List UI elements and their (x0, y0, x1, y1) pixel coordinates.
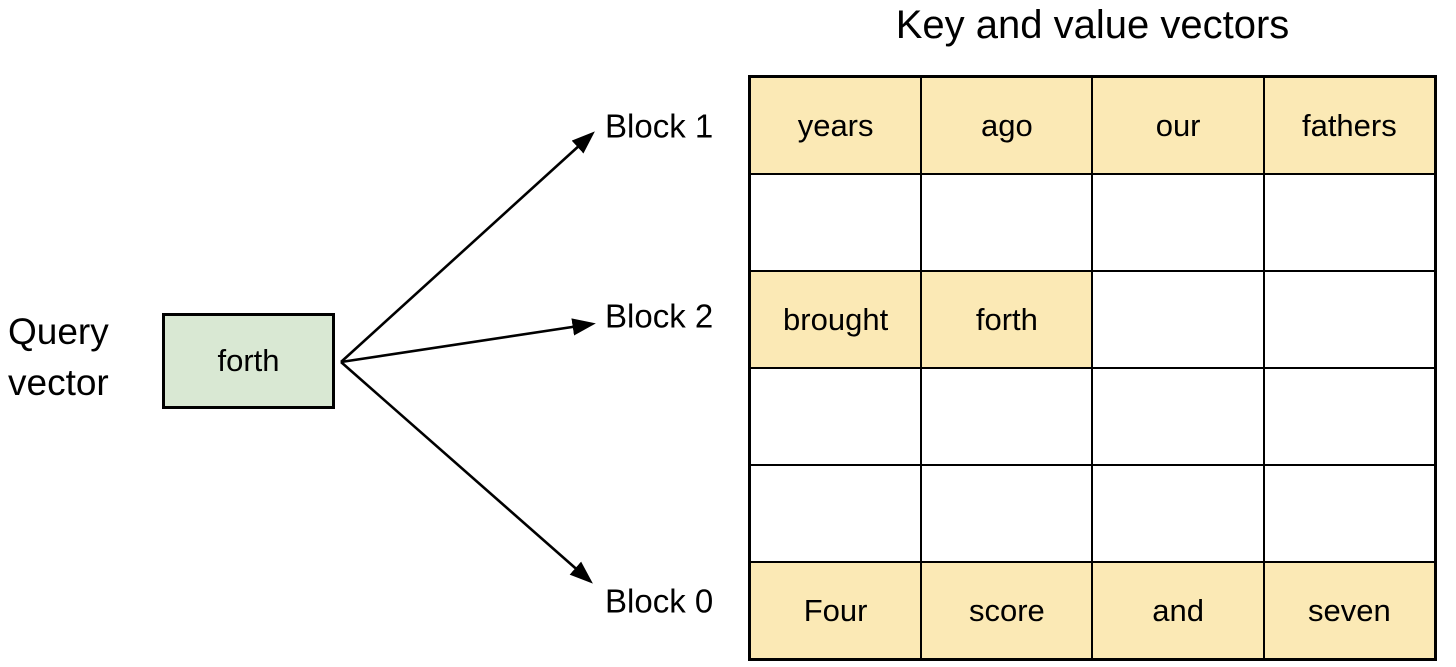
table-cell (1262, 367, 1437, 466)
table-cell (1091, 367, 1265, 466)
table-row (748, 464, 1437, 563)
table-cell (920, 367, 1094, 466)
table-row (748, 173, 1437, 272)
table-cell (1091, 464, 1265, 563)
query-vector-box: forth (162, 313, 335, 409)
arrow-to-block-2 (340, 318, 596, 364)
table-cell: fathers (1262, 75, 1437, 175)
query-vector-label-line2: vector (8, 362, 109, 403)
table-cell: years (748, 75, 923, 175)
table-cell: ago (920, 75, 1094, 175)
table-cell (920, 173, 1094, 272)
table-cell (1091, 173, 1265, 272)
query-vector-label: Query vector (8, 306, 109, 408)
table-cell: our (1091, 75, 1265, 175)
table-cell (748, 464, 923, 563)
query-vector-label-line1: Query (8, 311, 109, 352)
arrow-to-block-1 (340, 131, 595, 363)
block-label-block-2: Block 2 (605, 297, 714, 334)
table-cell (920, 464, 1094, 563)
block-label-block-1: Block 1 (605, 107, 714, 144)
table-cell: forth (920, 270, 1094, 369)
table-cell: score (920, 561, 1094, 661)
table-cell (748, 173, 923, 272)
table-cell: seven (1262, 561, 1437, 661)
table-cell (1262, 173, 1437, 272)
table-title: Key and value vectors (895, 3, 1290, 47)
table-cell (748, 367, 923, 466)
query-vector-box-text: forth (217, 343, 280, 378)
table-cell (1262, 270, 1437, 369)
arrow-to-block-0 (340, 361, 593, 584)
table-cell (1091, 270, 1265, 369)
table-cell: and (1091, 561, 1265, 661)
table-cell: Four (748, 561, 923, 661)
block-label-block-0: Block 0 (605, 582, 714, 619)
table-cell (1262, 464, 1437, 563)
table-row (748, 367, 1437, 466)
table-cell: brought (748, 270, 923, 369)
